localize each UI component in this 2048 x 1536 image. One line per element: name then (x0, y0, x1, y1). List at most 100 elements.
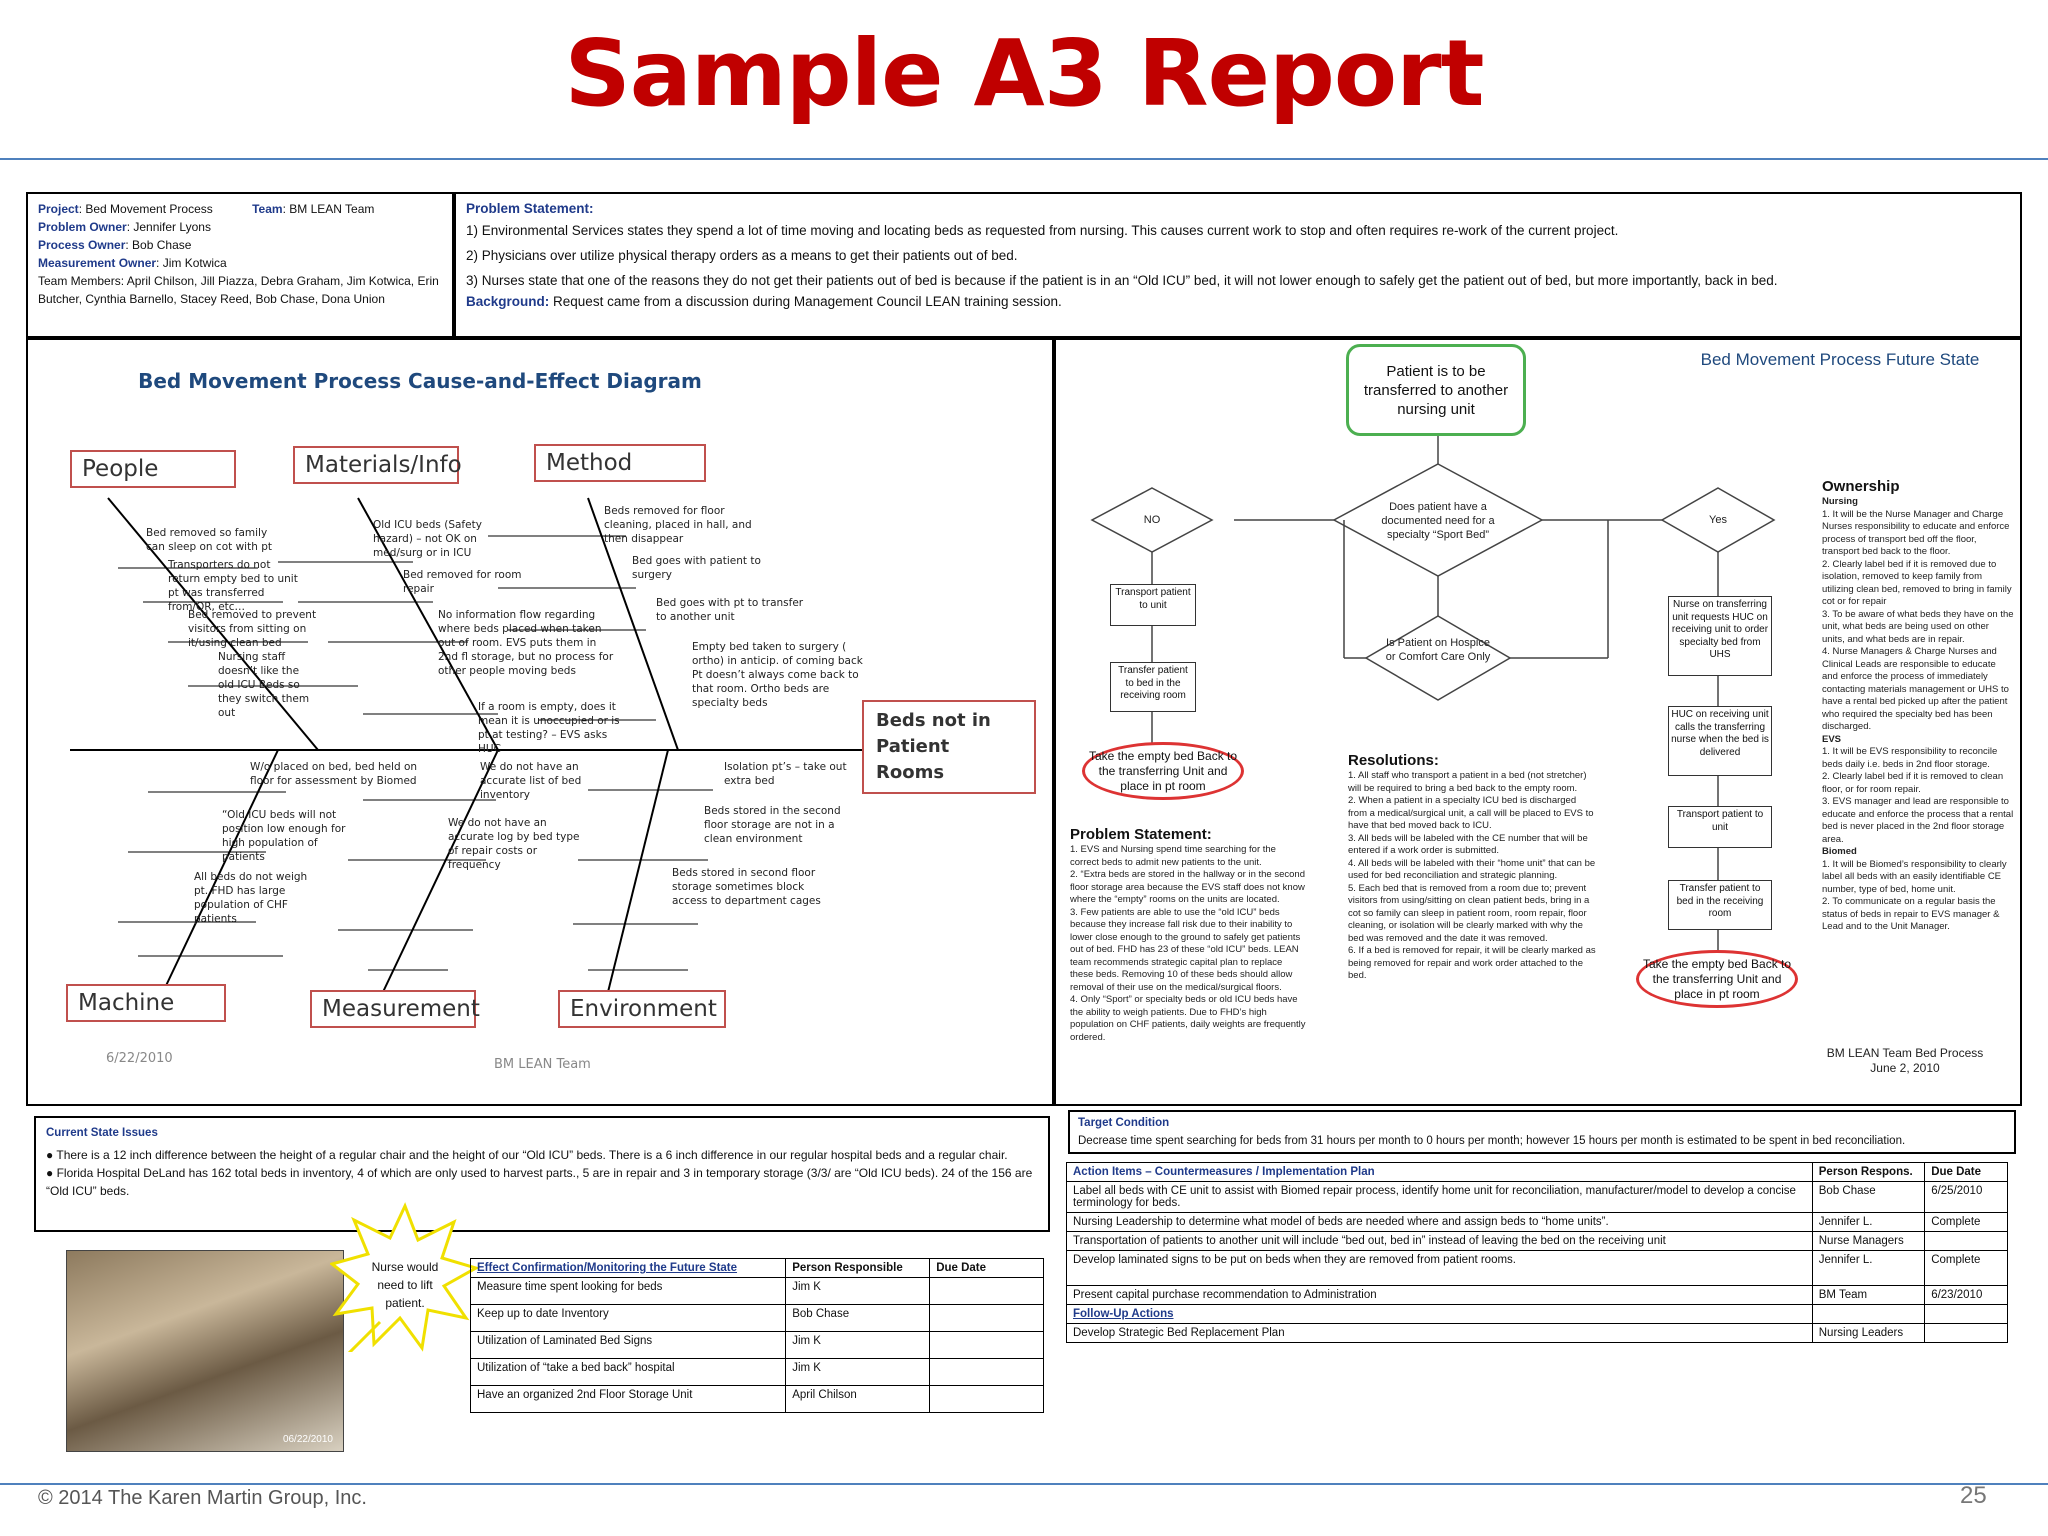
current-state-item: Florida Hospital DeLand has 162 total be… (46, 1166, 1033, 1198)
flow-step: HUC on receiving unit calls the transfer… (1668, 706, 1772, 776)
cause-item: Bed goes with pt to transfer to another … (656, 597, 804, 623)
ownership-item: 3. To be aware of what beds they have on… (1822, 608, 2014, 645)
problem-item: 3) Nurses state that one of the reasons … (466, 273, 1778, 288)
fishbone-team: BM LEAN Team (494, 1057, 591, 1072)
category-people: People (70, 450, 236, 488)
fs-problem-item: 3. Few patients are able to use the “old… (1070, 906, 1301, 993)
target-title: Target Condition (1078, 1117, 1170, 1129)
table-row: Have an organized 2nd Floor Storage Unit… (469, 1385, 1044, 1413)
project-info-panel: Project: Bed Movement Process Team: BM L… (26, 192, 454, 338)
table-row: Present capital purchase recommendation … (1066, 1285, 2008, 1305)
followup-label: Follow-Up Actions (1066, 1304, 1813, 1324)
cause-item: Isolation pt’s – take out extra bed (724, 761, 847, 787)
future-state-diagram: Patient is to be transferred to another … (1054, 338, 2022, 1106)
signoff-date: June 2, 2010 (1870, 1061, 1940, 1075)
callout-burst (330, 1202, 480, 1352)
callout-text: Nurse would need to lift patient. (371, 1260, 439, 1310)
resolution-item: 1. All staff who transport a patient in … (1348, 770, 1587, 794)
cause-item: W/o placed on bed, bed held on floor for… (250, 761, 418, 787)
project-name: Bed Movement Process (85, 202, 213, 216)
flow-step: Transfer patient to bed in the receiving… (1110, 662, 1196, 712)
category-environment: Environment (558, 990, 726, 1028)
fs-problem-title: Problem Statement: (1070, 826, 1212, 843)
cause-item: Bed goes with patient to surgery (632, 555, 761, 581)
cause-effect-diagram: Bed Movement Process Cause-and-Effect Di… (26, 338, 1054, 1106)
decision-yes: Yes (1709, 514, 1727, 526)
flow-connectors (1090, 426, 1776, 952)
flow-step: Transport patient to unit (1668, 806, 1772, 848)
decision-no: NO (1143, 514, 1161, 526)
fishbone-lines (70, 497, 862, 993)
problem-owner: Jennifer Lyons (133, 220, 211, 234)
team-name: BM LEAN Team (289, 202, 375, 216)
flow-step: Transport patient to unit (1110, 584, 1196, 626)
table-row: Transportation of patients to another un… (1066, 1231, 2008, 1251)
background-text: Request came from a discussion during Ma… (553, 294, 1062, 309)
page-number: 25 (1960, 1482, 1987, 1509)
cause-item: Nursing staff doesn’t like the old ICU B… (218, 651, 310, 719)
table-header: Action Items – Countermeasures / Impleme… (1066, 1162, 1813, 1182)
table-header: Person Respons. (1811, 1162, 1926, 1182)
cause-item: Beds stored in second floor storage some… (672, 867, 821, 907)
problem-item: 1) Environmental Services states they sp… (466, 223, 1619, 238)
photo-date-stamp: 06/22/2010 (282, 1434, 333, 1445)
cause-item: If a room is empty, does it mean it is u… (478, 701, 620, 755)
effect-confirmation-table: Effect Confirmation/Monitoring the Futur… (469, 1258, 1044, 1413)
effect-box: Beds not in Patient Rooms (862, 700, 1036, 794)
ownership-group: Biomed (1822, 846, 1857, 857)
resolution-item: 2. When a patient in a specialty ICU bed… (1348, 795, 1594, 831)
resolutions-title: Resolutions: (1348, 752, 1439, 769)
flow-end-right: Take the empty bed Back to the transferr… (1636, 950, 1798, 1008)
patient-bed-photo: 06/22/2010 (66, 1250, 344, 1452)
title-divider (0, 158, 2048, 160)
problem-statement-label: Problem Statement: (466, 201, 594, 216)
current-state-panel: Current State Issues ● There is a 12 inc… (34, 1116, 1050, 1232)
fs-problem-item: 4. Only “Sport” or specialty beds or old… (1070, 994, 1306, 1043)
resolution-item: 6. If a bed is removed for repair, it wi… (1348, 945, 1596, 981)
flow-step: Nurse on transferring unit requests HUC … (1668, 596, 1772, 676)
ownership-item: 4. Nurse Managers & Charge Nurses and Cl… (1822, 646, 2009, 732)
table-row: Label all beds with CE unit to assist wi… (1066, 1181, 2008, 1213)
cause-item: Empty bed taken to surgery ( ortho) in a… (692, 641, 863, 709)
current-state-item: There is a 12 inch difference between th… (56, 1148, 1008, 1162)
ownership-item: 2. To communicate on a regular basis the… (1822, 896, 2000, 932)
table-header: Due Date (929, 1258, 1044, 1278)
ownership-title: Ownership (1822, 478, 1900, 495)
resolution-item: 4. All beds will be labeled with their “… (1348, 857, 1596, 882)
cause-item: We do not have an accurate list of bed i… (480, 761, 582, 801)
fishbone-date: 6/22/2010 (106, 1051, 173, 1066)
cause-item: Transporters do not return empty bed to … (168, 559, 298, 613)
table-row: Develop laminated signs to be put on bed… (1066, 1250, 2008, 1286)
ownership-item: 1. It will be Biomed’s responsibility to… (1822, 858, 2007, 895)
cause-item: Beds removed for floor cleaning, placed … (604, 505, 752, 545)
problem-item: 2) Physicians over utilize physical ther… (466, 248, 1018, 263)
category-machine: Machine (66, 984, 226, 1022)
resolution-item: 3. All beds will be labeled with the CE … (1348, 832, 1588, 857)
cause-item: “Old ICU beds will not position low enou… (222, 809, 346, 863)
flow-step: Transfer patient to bed in the receiving… (1668, 880, 1772, 930)
cause-item: All beds do not weigh pt. FHD has large … (194, 871, 308, 925)
table-header: Due Date (1924, 1162, 2008, 1182)
target-text: Decrease time spent searching for beds f… (1078, 1135, 1906, 1147)
cause-item: Bed removed to prevent visitors from sit… (188, 609, 317, 649)
decision-hospice: Is Patient on Hospice or Comfort Care On… (1385, 637, 1491, 663)
ownership-item: 3. EVS manager and lead are responsible … (1822, 796, 2014, 845)
resolution-item: 5. Each bed that is removed from a room … (1348, 882, 1590, 944)
problem-statement-panel: Problem Statement: 1) Environmental Serv… (454, 192, 2022, 338)
decision-sport-bed: Does patient have a documented need for … (1381, 501, 1495, 541)
team-members: Team Members: April Chilson, Jill Piazza… (38, 274, 439, 306)
cause-item: Beds stored in the second floor storage … (704, 805, 841, 845)
measurement-owner: Jim Kotwica (162, 256, 227, 270)
ownership-item: 1. It will be EVS responsibility to reco… (1822, 746, 1998, 770)
footer-divider (0, 1483, 2048, 1485)
cause-item: We do not have an accurate log by bed ty… (448, 817, 580, 871)
ownership-group: Nursing (1822, 496, 1858, 507)
flow-start: Patient is to be transferred to another … (1346, 344, 1526, 436)
cause-item: Bed removed so family can sleep on cot w… (146, 527, 272, 553)
table-row: Utilization of “take a bed back” hospita… (469, 1358, 1044, 1386)
category-method: Method (534, 444, 706, 482)
